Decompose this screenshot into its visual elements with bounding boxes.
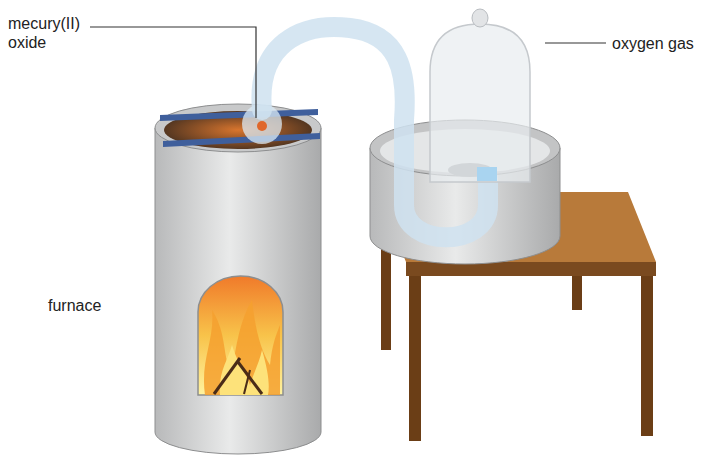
part-label: mecury(II) oxide: [8, 14, 88, 52]
leader-line: [545, 42, 606, 43]
furnace: [155, 104, 321, 454]
leader-line: [90, 27, 256, 118]
part-label: oxygen gas: [612, 34, 694, 53]
bell-jar: [430, 9, 530, 182]
part-label: furnace: [48, 296, 101, 315]
